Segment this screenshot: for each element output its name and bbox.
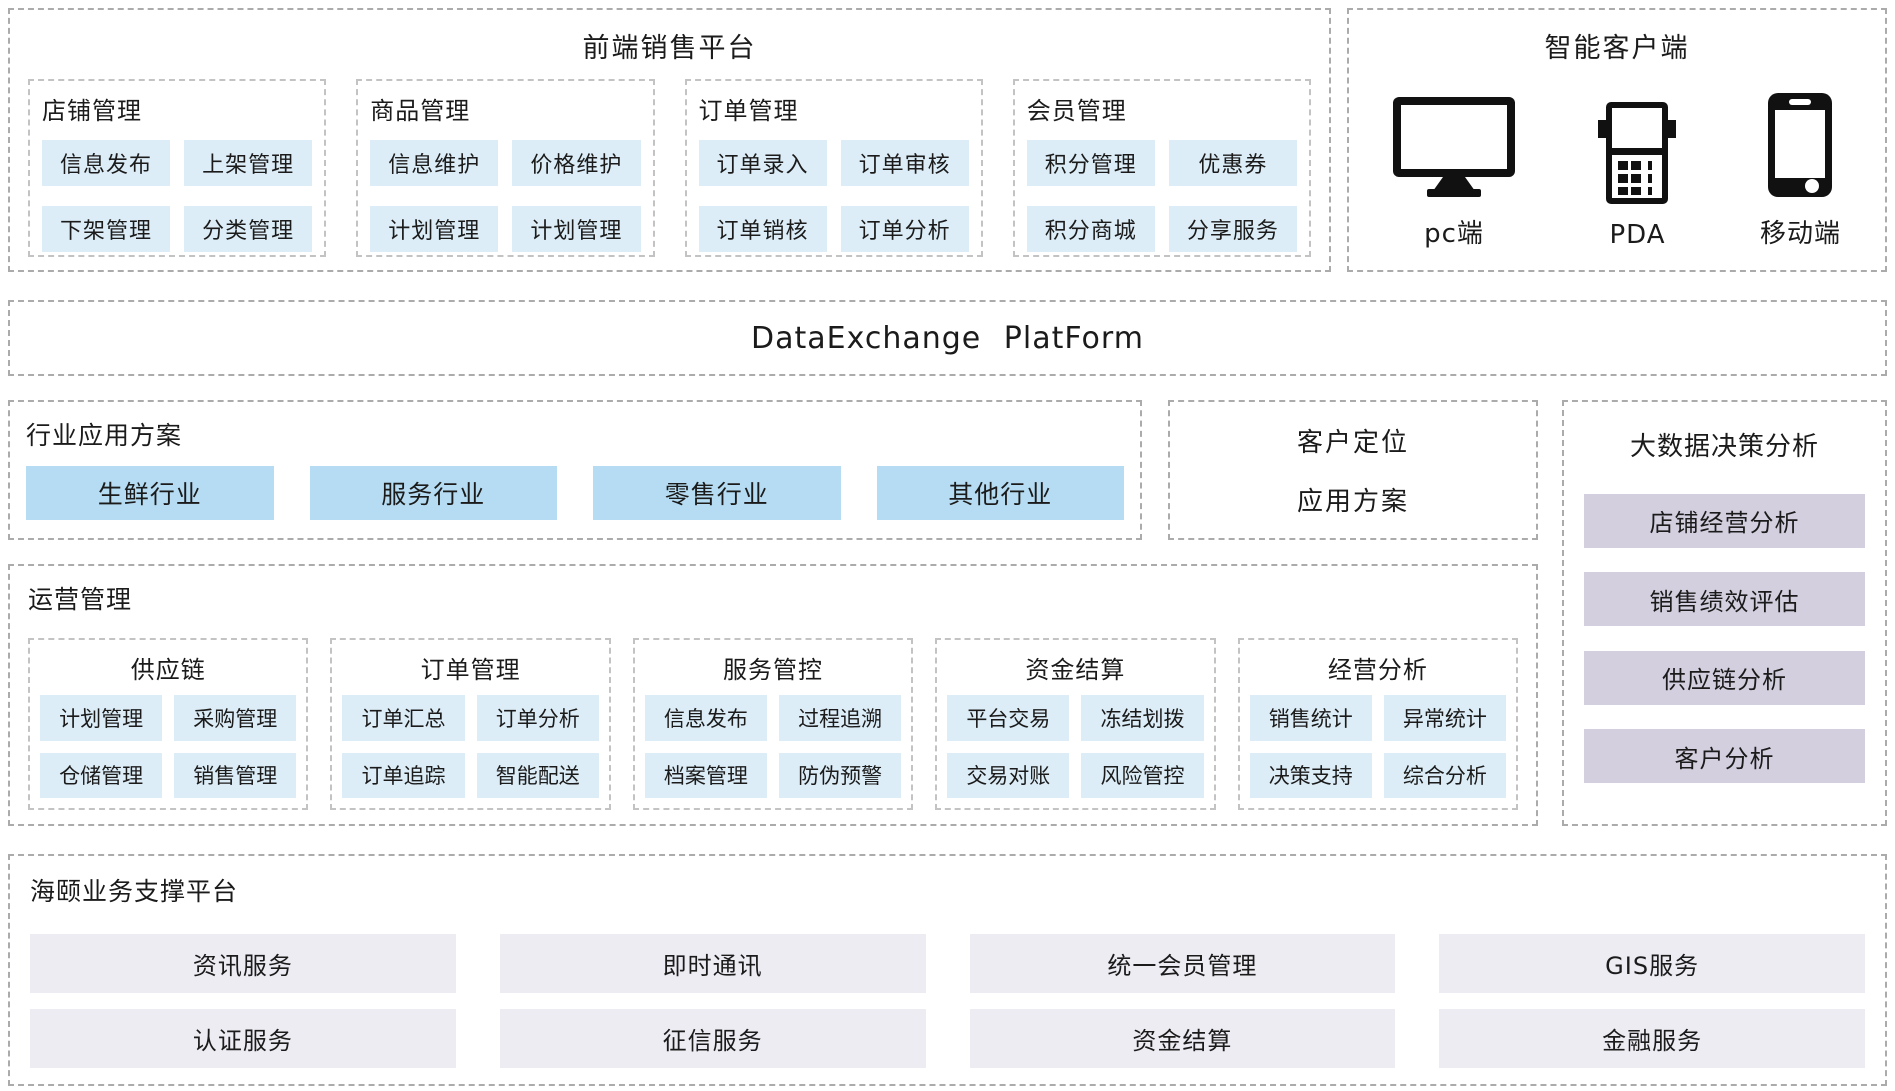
feature-chip: 交易对账: [947, 752, 1070, 798]
feature-chip: 订单分析: [840, 206, 969, 252]
data-exchange-platform-bar: DataExchange PlatForm: [8, 300, 1887, 376]
feature-chip: 订单追踪: [342, 752, 465, 798]
device-label: 移动端: [1759, 219, 1841, 249]
industry-item: 其他行业: [876, 466, 1124, 520]
feature-chip: 仓储管理: [40, 752, 163, 798]
section-title: 行业应用方案: [26, 421, 183, 450]
feature-chip: 销售管理: [174, 752, 297, 798]
customer-positioning-line1: 客户定位: [1296, 428, 1409, 458]
analysis-item: 供应链分析: [1584, 650, 1865, 705]
feature-chip: 综合分析: [1383, 752, 1507, 798]
feature-chip: 上架管理: [184, 140, 313, 186]
customer-positioning-line2: 应用方案: [1296, 487, 1409, 517]
device-pc: pc端: [1393, 97, 1515, 250]
feature-chip: 计划管理: [370, 206, 499, 252]
analysis-item: 店铺经营分析: [1584, 493, 1865, 548]
feature-chip: 信息发布: [644, 695, 768, 741]
feature-chip: 优惠券: [1168, 140, 1297, 186]
customer-positioning-box: 客户定位 应用方案: [1168, 400, 1538, 540]
industry-solutions-section: 行业应用方案 生鲜行业 服务行业 零售行业 其他行业: [8, 400, 1142, 540]
feature-chip: 采购管理: [174, 695, 297, 741]
group-title: 店铺管理: [42, 97, 142, 125]
group-title: 会员管理: [1026, 97, 1127, 125]
smartphone-icon: [1768, 93, 1833, 197]
industry-item: 生鲜行业: [26, 466, 274, 520]
feature-chip: 分类管理: [184, 206, 313, 252]
analysis-item: 客户分析: [1584, 729, 1865, 784]
group-title: 供应链: [130, 656, 206, 684]
service-item: 金融服务: [1439, 1009, 1865, 1068]
feature-chip: 信息维护: [370, 140, 499, 186]
section-title: 大数据决策分析: [1629, 432, 1819, 462]
feature-chip: 下架管理: [42, 206, 171, 252]
service-item: 认证服务: [30, 1009, 456, 1068]
middle-rows: 行业应用方案 生鲜行业 服务行业 零售行业 其他行业 客户定位 应用方案 运营管…: [8, 400, 1887, 826]
feature-chip: 冻结划拨: [1081, 695, 1204, 741]
feature-chip: 分享服务: [1168, 206, 1297, 252]
feature-chip: 档案管理: [644, 752, 768, 798]
service-item: 统一会员管理: [969, 934, 1396, 993]
feature-chip: 订单销核: [698, 206, 827, 252]
feature-chip: 过程追溯: [779, 695, 902, 741]
group-title: 商品管理: [370, 97, 471, 125]
group-order-management: 订单管理 订单录入 订单审核 订单销核 订单分析: [684, 79, 983, 257]
pda-device-icon: [1598, 102, 1677, 204]
frontend-sales-platform-section: 前端销售平台 店铺管理 信息发布 上架管理 下架管理 分类管理 商品管理 信息维…: [8, 8, 1331, 272]
feature-chip: 计划管理: [512, 206, 641, 252]
group-title: 订单管理: [420, 656, 521, 684]
industry-item: 服务行业: [309, 466, 557, 520]
feature-chip: 销售统计: [1249, 695, 1372, 741]
group-shop-management: 店铺管理 信息发布 上架管理 下架管理 分类管理: [28, 79, 327, 257]
group-service-control: 服务管控 信息发布 过程追溯 档案管理 防伪预警: [632, 638, 914, 810]
feature-chip: 订单录入: [698, 140, 827, 186]
group-title: 服务管控: [723, 656, 824, 684]
group-product-management: 商品管理 信息维护 价格维护 计划管理 计划管理: [356, 79, 655, 257]
group-title: 经营分析: [1327, 656, 1428, 684]
feature-chip: 计划管理: [40, 695, 163, 741]
frontend-groups: 店铺管理 信息发布 上架管理 下架管理 分类管理 商品管理 信息维护 价格维护 …: [26, 79, 1313, 257]
feature-chip: 订单汇总: [342, 695, 465, 741]
feature-chip: 决策支持: [1249, 752, 1372, 798]
desktop-monitor-icon: [1393, 97, 1515, 197]
section-title: 运营管理: [28, 585, 133, 614]
service-item: 资金结算: [969, 1009, 1396, 1068]
feature-chip: 积分管理: [1026, 140, 1155, 186]
analysis-item: 销售绩效评估: [1584, 572, 1865, 627]
big-data-analysis-section: 大数据决策分析 店铺经营分析 销售绩效评估 供应链分析 客户分析: [1562, 400, 1887, 826]
group-member-management: 会员管理 积分管理 优惠券 积分商城 分享服务: [1012, 79, 1311, 257]
feature-chip: 防伪预警: [779, 752, 902, 798]
feature-chip: 异常统计: [1383, 695, 1507, 741]
section-title: 智能客户端: [1544, 33, 1690, 64]
group-fund-settlement: 资金结算 平台交易 冻结划拨 交易对账 风险管控: [935, 638, 1216, 810]
section-title: 海颐业务支撑平台: [30, 877, 239, 906]
industry-item: 零售行业: [593, 466, 841, 520]
service-item: GIS服务: [1439, 934, 1865, 993]
group-title: 订单管理: [698, 97, 799, 125]
feature-chip: 订单审核: [840, 140, 969, 186]
feature-chip: 积分商城: [1026, 206, 1155, 252]
support-platform-section: 海颐业务支撑平台 资讯服务 即时通讯 统一会员管理 GIS服务 认证服务 征信服…: [8, 854, 1887, 1086]
device-mobile: 移动端: [1760, 93, 1841, 250]
data-exchange-title: DataExchange PlatForm: [751, 320, 1144, 356]
service-item: 资讯服务: [30, 934, 456, 993]
service-item: 征信服务: [499, 1009, 926, 1068]
feature-chip: 智能配送: [476, 752, 599, 798]
group-title: 资金结算: [1025, 656, 1126, 684]
group-supply-chain: 供应链 计划管理 采购管理 仓储管理 销售管理: [28, 638, 309, 810]
top-row: 前端销售平台 店铺管理 信息发布 上架管理 下架管理 分类管理 商品管理 信息维…: [8, 8, 1887, 272]
group-order-management-ops: 订单管理 订单汇总 订单分析 订单追踪 智能配送: [330, 638, 611, 810]
feature-chip: 平台交易: [947, 695, 1070, 741]
feature-chip: 风险管控: [1081, 752, 1204, 798]
device-pda: PDA: [1598, 102, 1677, 250]
smart-client-section: 智能客户端 pc端: [1347, 8, 1887, 272]
feature-chip: 订单分析: [476, 695, 599, 741]
feature-chip: 信息发布: [42, 140, 171, 186]
operations-management-section: 运营管理 供应链 计划管理 采购管理 仓储管理 销售管理 订单管理: [8, 564, 1538, 826]
device-label: pc端: [1424, 219, 1484, 249]
device-label: PDA: [1609, 220, 1666, 250]
group-business-analysis: 经营分析 销售统计 异常统计 决策支持 综合分析: [1237, 638, 1519, 810]
section-title: 前端销售平台: [582, 33, 757, 64]
service-item: 即时通讯: [499, 934, 926, 993]
feature-chip: 价格维护: [512, 140, 641, 186]
